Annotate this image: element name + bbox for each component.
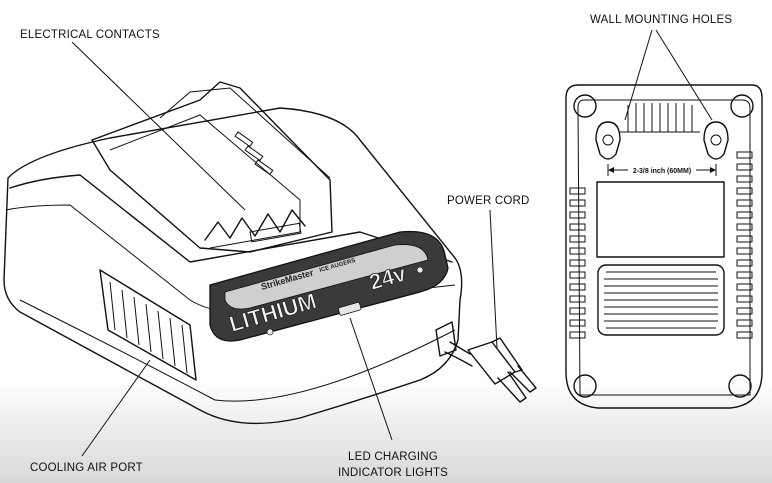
leader-cooling-air-port [81,359,151,457]
leader-led [349,317,393,441]
cradle-inner [109,114,301,232]
leader-lines [71,29,713,457]
mounting-hole-left [595,121,621,160]
led-indicator [338,302,362,316]
mounting-hole-left-inner [602,134,614,146]
cooling-air-port [99,269,197,381]
led-left-icon [266,328,274,336]
back-inner [577,99,751,396]
dimension-line: 2-3/8 inch (60MM) [607,164,717,176]
leader-mounting-left [624,29,653,121]
top-ribs [620,103,700,133]
label-power-cord: POWER CORD [447,195,530,207]
side-slots-right [736,151,753,339]
back-outline [565,84,763,409]
label-cooling-air-port: COOLING AIR PORT [30,462,143,474]
charger-base-line [19,299,456,402]
leader-electrical-contacts [71,41,246,211]
foot-top-right [730,94,754,118]
label-led-line1: LED CHARGING [348,451,438,463]
leader-mounting-right [655,29,713,121]
foot-top-left [573,94,597,118]
charger-body-outline [3,107,463,425]
charger-back-view: 2-3/8 inch (60MM) [565,84,763,409]
cord-socket [435,321,457,357]
label-wall-mounting-holes: WALL MOUNTING HOLES [590,14,732,26]
foot-bottom-right [728,374,752,398]
led-right-icon [416,266,424,274]
power-cord-plug [444,337,537,403]
back-label-recess [596,181,725,258]
floor-shadow [0,380,772,483]
contact-slots [234,131,274,176]
electrical-contacts [204,209,306,249]
cradle-rail [159,87,331,179]
back-vent [597,264,725,336]
leader-power-cord [489,209,498,349]
charger-shell-edge [9,174,453,263]
label-electrical-contacts: ELECTRICAL CONTACTS [20,29,160,41]
mounting-hole-right-inner [710,134,722,146]
mounting-hole-right [703,121,729,160]
label-led-line2: INDICATOR LIGHTS [338,467,448,479]
dimension-label: 2-3/8 inch (60MM) [633,168,691,175]
foot-bottom-left [573,374,597,398]
battery-cradle [91,81,333,253]
side-slots-left [569,187,586,339]
